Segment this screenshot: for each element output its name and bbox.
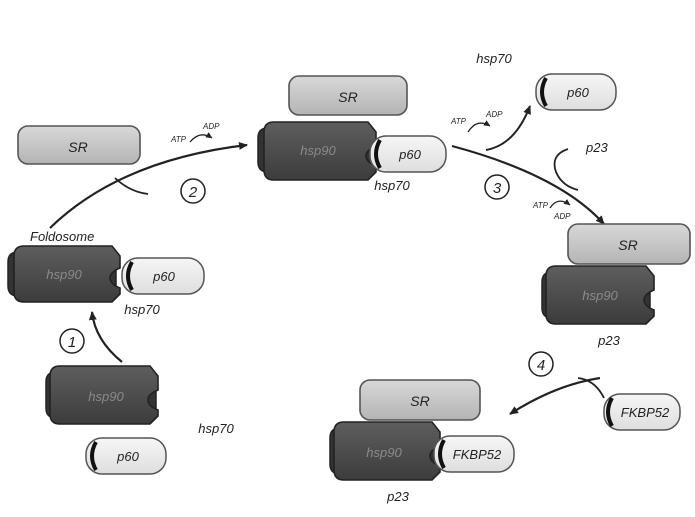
hsp90-label: hsp90: [46, 267, 82, 282]
atp-adp-arrow-2: [189, 132, 213, 143]
hsp90-label: hsp90: [582, 288, 618, 303]
hsp70-label: hsp70: [198, 421, 234, 436]
hsp70-label: hsp70: [476, 51, 512, 66]
step-1-number: 1: [68, 334, 76, 351]
adp-label: ADP: [202, 122, 220, 131]
step-3-marker: 3: [484, 174, 510, 200]
fkbp52-bracket: [606, 397, 614, 427]
p23-label: p23: [597, 333, 620, 348]
p60-label: p60: [398, 147, 421, 162]
fkbp52-label: FKBP52: [453, 447, 502, 462]
step3-arrow: [451, 144, 605, 225]
p60-box: [121, 257, 205, 295]
sr-label: SR: [68, 139, 87, 155]
step-4-number: 4: [537, 357, 545, 374]
p60-bracket: [374, 139, 382, 169]
sr-box: [17, 125, 141, 165]
top-complex: SR hsp90 p60 hsp70: [257, 75, 447, 193]
hsp90-body: [545, 265, 655, 325]
adp-label: ADP: [485, 110, 503, 119]
step-3-number: 3: [493, 180, 502, 197]
atp-label: ATP: [532, 201, 549, 210]
step-2-number: 2: [188, 184, 198, 201]
p60-release-arrow: [485, 105, 531, 151]
hsp70-label: hsp70: [374, 178, 410, 193]
hsp90-label: hsp90: [88, 389, 124, 404]
released-p60: p60: [535, 73, 617, 111]
atp-adp-arrow-3b: [549, 199, 571, 209]
atp-label: ATP: [450, 117, 467, 126]
p60-bracket: [126, 261, 134, 291]
p60-box: [369, 135, 447, 173]
p23-label: p23: [386, 489, 409, 504]
p60-label: p60: [566, 85, 589, 100]
step-4-marker: 4: [528, 351, 554, 377]
step4-arrow: [509, 376, 601, 415]
sr-join-arrow: [114, 177, 149, 195]
atp-adp-arrow-3a: [467, 120, 491, 133]
hsp90-label: hsp90: [300, 143, 336, 158]
p60-box: [535, 73, 617, 111]
sr-label: SR: [618, 237, 637, 253]
fkbp52-join-arrow: [577, 377, 605, 399]
p60-label: p60: [116, 449, 139, 464]
hsp70-label: hsp70: [124, 302, 160, 317]
hsp90-body: [13, 245, 121, 303]
sr-box: [359, 379, 481, 421]
adp-label: ADP: [553, 212, 571, 221]
fkbp52-box: [433, 435, 515, 473]
atp-label: ATP: [170, 135, 187, 144]
sr-label: SR: [410, 393, 429, 409]
p23-join-arrow: [553, 148, 579, 191]
bottom-complex: SR hsp90 FKBP52 p23: [329, 379, 515, 504]
p60-box: [85, 437, 167, 475]
foldosome-complex: hsp90 p60 hsp70: [7, 245, 205, 317]
hsp90-label: hsp90: [366, 445, 402, 460]
step1-arrow: [88, 311, 123, 363]
fkbp52-bracket: [438, 439, 446, 469]
p60-bracket: [540, 77, 548, 107]
sr-label: SR: [338, 89, 357, 105]
free-fkbp52: FKBP52: [603, 393, 681, 431]
fkbp52-box: [603, 393, 681, 431]
p23-label: p23: [585, 140, 608, 155]
p60-label: p60: [152, 269, 175, 284]
sr-box: [288, 75, 408, 116]
sr-box: [567, 223, 691, 265]
foldosome-label: Foldosome: [30, 229, 94, 244]
hsp90-body: [49, 365, 159, 425]
step2-arrow: [49, 141, 248, 229]
step-2-marker: 2: [180, 178, 206, 204]
free-sr: SR: [17, 125, 141, 165]
right-complex: SR hsp90 p23: [541, 223, 691, 348]
step-1-marker: 1: [59, 328, 85, 354]
p60-bracket: [90, 441, 98, 471]
fkbp52-label: FKBP52: [621, 405, 670, 420]
free-p60: p60: [85, 437, 167, 475]
free-hsp90: hsp90: [45, 365, 159, 425]
